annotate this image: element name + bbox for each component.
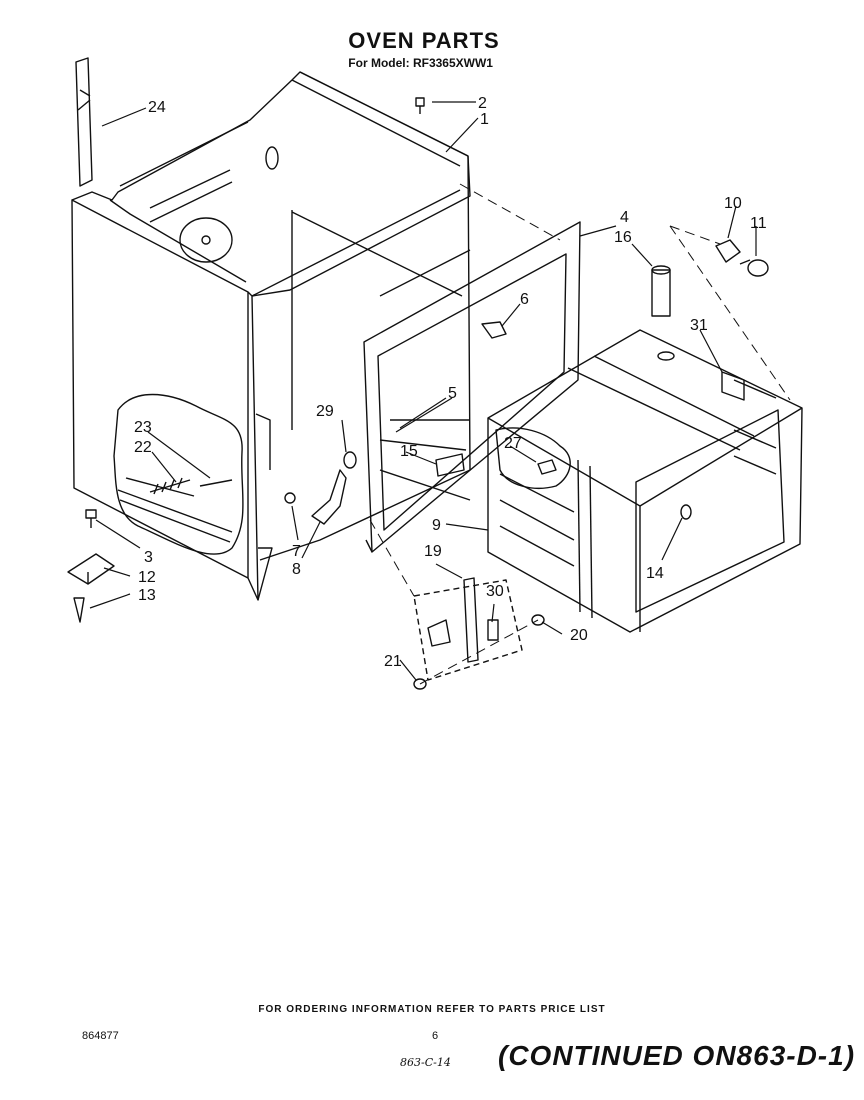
oven-parts-diagram: 24 2 1 4 16 10 11 6 31 5 29 15 27 23 22 …: [67, 57, 803, 690]
model-subtitle: For Model: RF3365XWW1: [348, 56, 493, 70]
title-text: OVEN PARTS: [348, 28, 500, 53]
handwritten-ref-code: 863-C-14: [400, 1056, 451, 1069]
callout-4: 4: [620, 209, 629, 226]
part-6-bracket: [481, 321, 507, 339]
part-13-leg: [73, 597, 85, 623]
part-22-spring: [149, 477, 191, 495]
callout-24: 24: [148, 99, 166, 116]
part-20-screw: [531, 614, 545, 626]
callout-3: 3: [144, 549, 153, 566]
callout-8: 8: [292, 561, 301, 578]
part-23-spring: [199, 479, 233, 487]
part-8-bracket: [311, 469, 347, 525]
callout-15: 15: [400, 443, 418, 460]
leader-lines: [89, 101, 757, 681]
callout-14: 14: [646, 565, 664, 582]
callout-29: 29: [316, 403, 334, 420]
callout-30: 30: [486, 583, 504, 600]
callout-11: 11: [750, 215, 767, 232]
callout-12: 12: [138, 569, 156, 586]
assembly-guide-lines: [369, 183, 791, 685]
callout-2: 2: [478, 95, 487, 112]
part-11-bulb: [739, 259, 769, 277]
part-10-socket: [715, 239, 741, 263]
callout-labels: 24 2 1 4 16 10 11 6 31 5 29 15 27 23 22 …: [134, 95, 767, 670]
part-2-screw: [415, 97, 425, 114]
callout-27: 27: [504, 435, 522, 452]
cabinet-cutaway: [113, 393, 244, 555]
callout-1: 1: [480, 111, 489, 128]
part-16-lens: [651, 265, 675, 361]
part-29-roller: [343, 451, 357, 469]
callout-7: 7: [292, 543, 301, 560]
callout-6: 6: [520, 291, 529, 308]
callout-22: 22: [134, 439, 152, 456]
part-1-cabinet: [71, 71, 471, 601]
part-31-gasket: [721, 371, 745, 401]
part-15-hinge-receiver: [435, 453, 465, 477]
part-24-trim: [75, 57, 93, 187]
callout-10: 10: [724, 195, 742, 212]
ordering-note: FOR ORDERING INFORMATION REFER TO PARTS …: [258, 1004, 606, 1015]
callout-23: 23: [134, 419, 152, 436]
part-21-nut: [413, 678, 427, 690]
callout-5: 5: [448, 385, 457, 402]
part-30-clip: [487, 619, 499, 641]
part-3-screw: [85, 509, 97, 528]
callout-16: 16: [614, 229, 632, 246]
part-19-hinge: [413, 577, 523, 681]
diagram-title: OVEN PARTS For Model: RF3365XWW1: [0, 28, 864, 73]
part-4-front-frame: [363, 221, 581, 553]
part-9-oven-liner: [487, 329, 803, 633]
callout-21: 21: [384, 653, 402, 670]
part-7-nut: [284, 492, 296, 504]
part-27-cutaway: [495, 427, 571, 489]
callout-20: 20: [570, 627, 588, 644]
callout-31: 31: [690, 317, 708, 334]
page-number: 6: [432, 1030, 439, 1042]
document-number: 864877: [82, 1030, 119, 1042]
part-12-bracket: [67, 553, 115, 585]
continued-note: (CONTINUED ON863-D-1): [498, 1040, 856, 1071]
callout-9: 9: [432, 517, 441, 534]
callout-19: 19: [424, 543, 442, 560]
callout-13: 13: [138, 587, 156, 604]
